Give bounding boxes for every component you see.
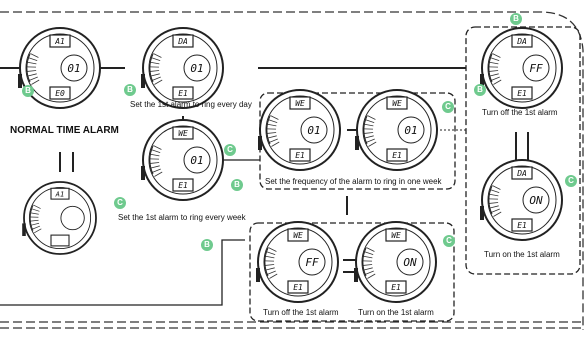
watch-face: A1 [22, 181, 97, 255]
lcd-top: WE [295, 99, 305, 108]
onoff-group-box-right [465, 26, 581, 275]
b-button-icon: B [124, 84, 136, 96]
lcd-mid: 01 [190, 62, 203, 75]
watch-faces: A101E0DA01E1WE01E1A1WE01E1WE01E1DAFFE1DA… [18, 27, 563, 303]
label-every-week: Set the 1st alarm to ring every week [118, 213, 246, 222]
label-every-day: Set the 1st alarm to ring every day [130, 100, 252, 109]
lcd-top: WE [391, 231, 401, 240]
lcd-bottom: E1 [391, 283, 401, 292]
lcd-top: WE [392, 99, 402, 108]
lcd-bottom: E1 [295, 151, 305, 160]
label-turn-on-right: Turn on the 1st alarm [484, 250, 560, 259]
b-button-icon: B [231, 179, 243, 191]
lcd-bottom: E1 [392, 151, 402, 160]
lcd-mid: 01 [404, 124, 417, 137]
c-button-icon: C [224, 144, 236, 156]
label-turn-off-bottom: Turn off the 1st alarm [263, 308, 339, 317]
c-button-icon: C [442, 101, 454, 113]
connector [0, 239, 245, 306]
page-title: NORMAL TIME ALARM [10, 125, 119, 136]
lcd-bottom: E1 [517, 221, 527, 230]
label-frequency: Set the frequency of the alarm to ring i… [265, 177, 442, 186]
outer-frame-top [0, 11, 584, 330]
label-turn-on-bottom: Turn on the 1st alarm [358, 308, 434, 317]
c-button-icon: C [565, 175, 577, 187]
b-button-icon: B [22, 85, 34, 97]
lcd-top: DA [516, 37, 527, 46]
lcd-bottom: E1 [517, 89, 527, 98]
onoff-group-box-bottom [249, 222, 455, 322]
lcd-mid: ON [529, 194, 543, 207]
lcd-top: WE [178, 129, 188, 138]
c-button-icon: C [114, 197, 126, 209]
lcd-bottom: E1 [178, 181, 188, 190]
watch-face: WE ON E1 [354, 221, 437, 303]
lcd-mid: 01 [307, 124, 320, 137]
lcd-bottom: E0 [55, 89, 65, 98]
lcd-bottom: E1 [178, 89, 188, 98]
watch-face: WE FF E1 [256, 221, 339, 303]
lcd-mid: FF [305, 256, 319, 269]
lcd-mid: 01 [190, 154, 203, 167]
c-button-icon: C [443, 235, 455, 247]
b-button-icon: B [201, 239, 213, 251]
lcd-mid: ON [403, 256, 417, 269]
b-button-icon: B [474, 84, 486, 96]
watch-face: DA FF E1 [480, 27, 563, 109]
b-button-icon: B [510, 13, 522, 25]
lcd-top: A1 [55, 189, 65, 198]
lcd-mid: 01 [67, 62, 80, 75]
lcd-top: A1 [54, 37, 65, 46]
lcd-top: DA [516, 169, 527, 178]
lcd-top: WE [293, 231, 303, 240]
lcd-bottom: E1 [293, 283, 303, 292]
label-turn-off-right: Turn off the 1st alarm [482, 108, 558, 117]
watch-face: DA ON E1 [480, 159, 563, 241]
lcd-mid: FF [529, 62, 543, 75]
lcd-top: DA [177, 37, 188, 46]
